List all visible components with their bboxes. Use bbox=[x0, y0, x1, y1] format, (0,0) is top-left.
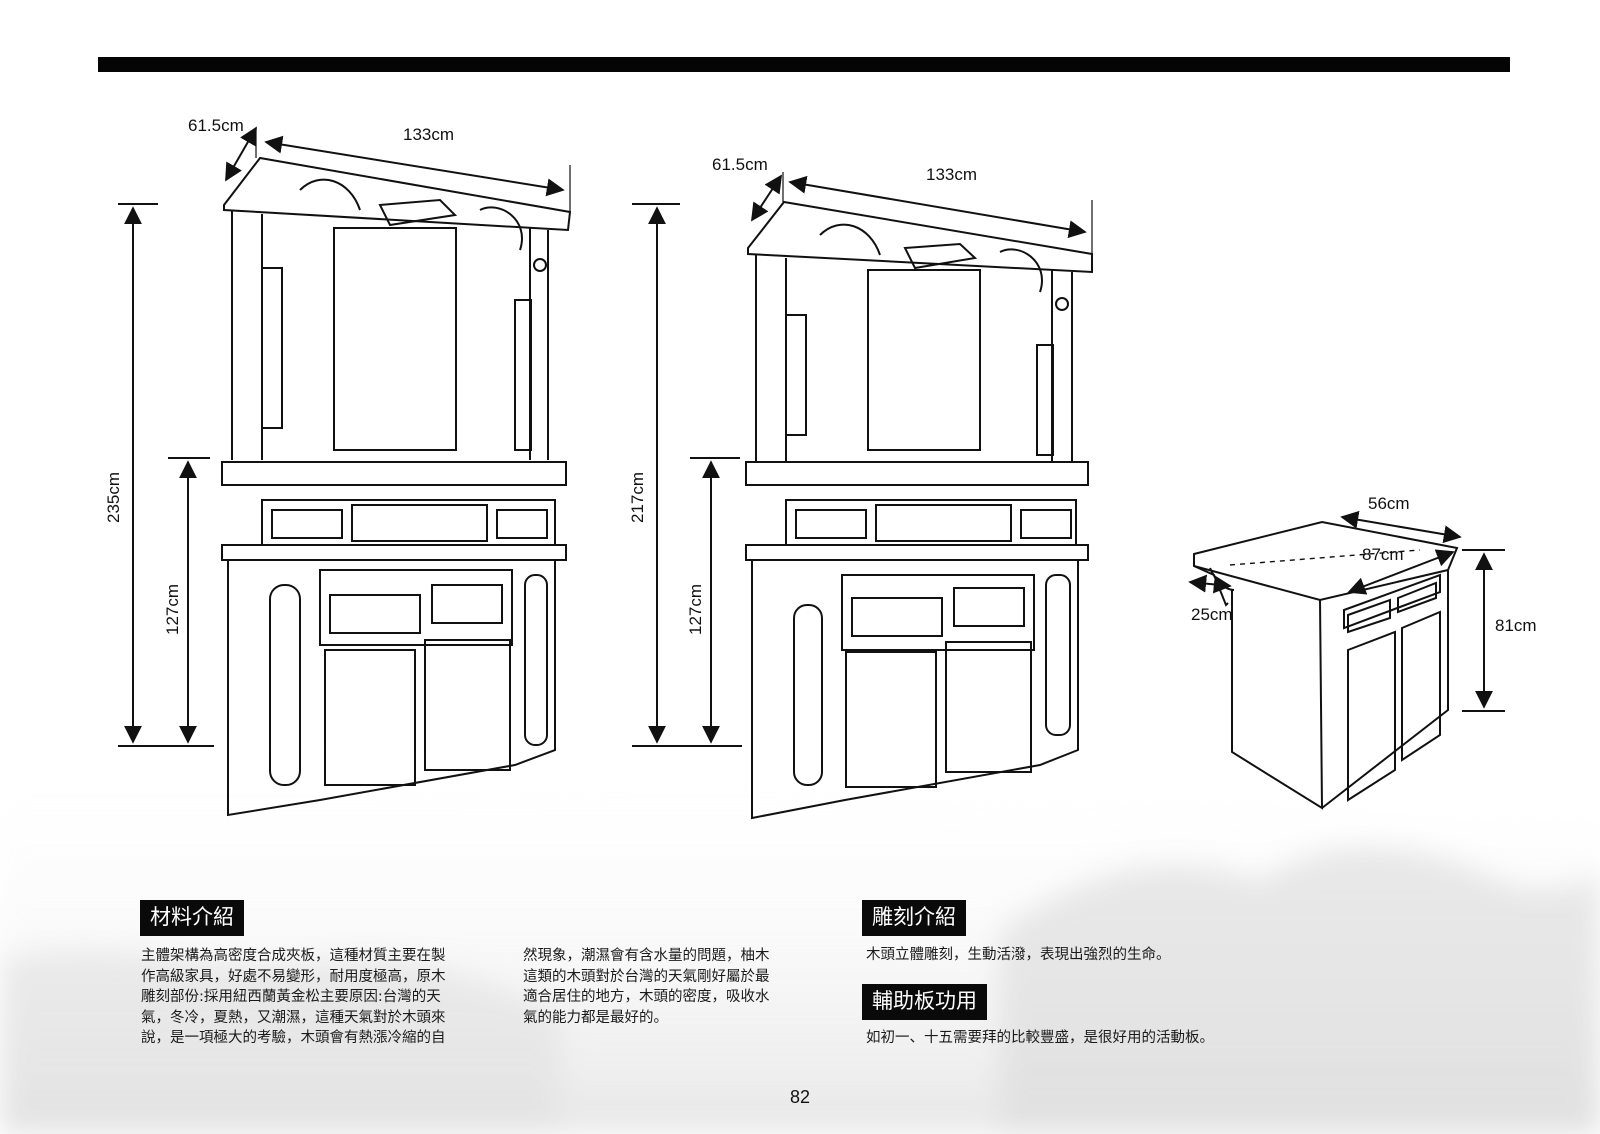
materials-line: 氣，冬冷，夏熱，又潮濕，這種天氣對於木頭來 bbox=[141, 1009, 446, 1026]
side-table-width-label: 87cm bbox=[1362, 545, 1404, 564]
materials-line: 作高級家具，好處不易變形，耐用度極高，原木 bbox=[141, 968, 446, 985]
top-rule bbox=[98, 57, 1510, 72]
cabinet-large-drawing bbox=[118, 126, 572, 817]
materials-text-column-2: 然現象，潮濕會有含水量的問題，柚木 這類的木頭對於台灣的天氣剛好屬於最 適合居住… bbox=[523, 946, 823, 1028]
materials-heading: 材料介紹 bbox=[140, 900, 244, 936]
cabinet-large-total-height-label: 235cm bbox=[104, 472, 123, 523]
materials-line: 主體架構為高密度合成夾板，這種材質主要在製 bbox=[141, 948, 446, 964]
side-table-depth-label: 56cm bbox=[1368, 494, 1410, 513]
materials-line: 雕刻部份:採用紐西蘭黃金松主要原因:台灣的天 bbox=[141, 989, 441, 1005]
cabinet-medium-base-height-label: 127cm bbox=[686, 584, 705, 635]
cabinet-medium-width-label: 133cm bbox=[926, 165, 977, 184]
materials-text-column-1: 主體架構為高密度合成夾板，這種材質主要在製 作高級家具，好處不易變形，耐用度極高… bbox=[141, 946, 511, 1049]
auxiliary-board-heading: 輔助板功用 bbox=[862, 984, 987, 1020]
side-table-extension-label: 25cm bbox=[1191, 605, 1233, 624]
page-number: 82 bbox=[789, 1087, 811, 1107]
materials-line: 這類的木頭對於台灣的天氣剛好屬於最 bbox=[523, 968, 770, 985]
cabinet-medium-drawing bbox=[632, 172, 1093, 820]
cabinet-medium-depth-label: 61.5cm bbox=[712, 155, 768, 174]
carving-heading: 雕刻介紹 bbox=[862, 900, 966, 936]
materials-line: 適合居住的地方，木頭的密度，吸收水 bbox=[523, 989, 770, 1005]
cabinet-large-width-label: 133cm bbox=[403, 125, 454, 144]
materials-line: 說，是一項極大的考驗，木頭會有熱漲冷縮的自 bbox=[141, 1030, 446, 1046]
carving-text: 木頭立體雕刻，生動活潑，表現出強烈的生命。 bbox=[866, 947, 1171, 963]
materials-line: 氣的能力都是最好的。 bbox=[523, 1009, 668, 1026]
materials-line: 然現象，潮濕會有含水量的問題，柚木 bbox=[523, 948, 770, 964]
cabinet-large-base-height-label: 127cm bbox=[163, 584, 182, 635]
cabinet-large-depth-label: 61.5cm bbox=[188, 116, 244, 135]
side-table-drawing bbox=[1188, 510, 1505, 810]
auxiliary-board-text: 如初一、十五需要拜的比較豐盛，是很好用的活動板。 bbox=[866, 1030, 1214, 1046]
cabinet-medium-total-height-label: 217cm bbox=[628, 472, 647, 523]
side-table-height-label: 81cm bbox=[1495, 616, 1537, 635]
